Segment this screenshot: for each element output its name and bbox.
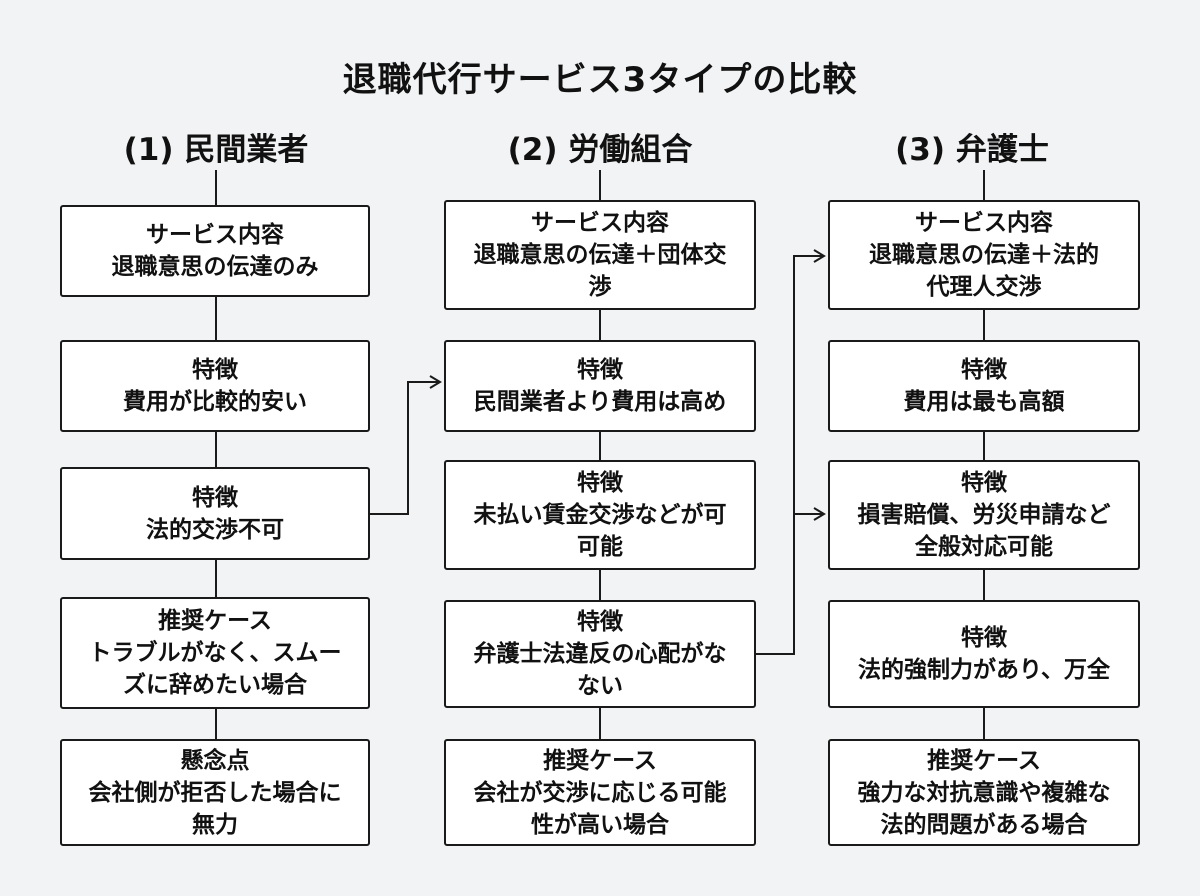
arrow-head-icon xyxy=(429,375,442,389)
private-box-concern: 懸念点 会社側が拒否した場合に 無力 xyxy=(60,739,370,846)
box-text: 全般対応可能 xyxy=(915,534,1053,560)
box-text: 強力な対抗意識や複雑な xyxy=(857,779,1111,806)
box-heading: 特徴 xyxy=(192,357,238,383)
box-text: 代理人交渉 xyxy=(926,274,1042,300)
box-heading: 推奨ケース xyxy=(158,608,272,634)
box-text: ズに辞めたい場合 xyxy=(123,672,307,698)
box-text: 渉 xyxy=(588,274,612,300)
lawyer-box-feature-cost: 特徴 費用は最も高額 xyxy=(828,340,1140,432)
union-box-feature-cost: 特徴 民間業者より費用は高め xyxy=(444,340,756,432)
box-text: 弁護士法違反の心配がな xyxy=(473,641,727,667)
box-text: 退職意思の伝達＋法的 xyxy=(869,242,1099,268)
box-heading: 特徴 xyxy=(192,484,238,511)
box-text: 可能 xyxy=(577,534,623,560)
box-heading: サービス内容 xyxy=(915,210,1053,236)
box-text: 無力 xyxy=(192,811,238,838)
box-heading: 懸念点 xyxy=(180,747,250,774)
box-text: トラブルがなく、スムー xyxy=(88,640,342,666)
box-text: 性が高い場合 xyxy=(531,811,669,838)
box-text: 費用が比較的安い xyxy=(123,389,307,415)
union-box-feature-wages: 特徴 未払い賃金交渉などが可 可能 xyxy=(444,460,756,570)
box-text: 民間業者より費用は高め xyxy=(473,389,727,415)
column-heading-lawyer: (3) 弁護士 xyxy=(895,132,1049,168)
arrow-head-icon xyxy=(813,507,826,521)
box-text: 未払い賃金交渉などが可 xyxy=(473,502,727,528)
box-text: 退職意思の伝達のみ xyxy=(111,254,319,280)
box-text: ない xyxy=(577,673,623,699)
box-text: 費用は最も高額 xyxy=(903,389,1065,415)
box-text: 法的問題がある場合 xyxy=(880,811,1088,838)
box-heading: 特徴 xyxy=(961,625,1007,651)
box-text: 退職意思の伝達＋団体交 xyxy=(473,242,727,268)
box-heading: 特徴 xyxy=(577,357,623,383)
column-heading-private: (1) 民間業者 xyxy=(123,132,309,168)
union-box-service: サービス内容 退職意思の伝達＋団体交 渉 xyxy=(444,200,756,310)
box-heading: サービス内容 xyxy=(531,210,669,236)
box-text: 法的交渉不可 xyxy=(146,516,284,543)
lawyer-box-feature-scope: 特徴 損害賠償、労災申請など 全般対応可能 xyxy=(828,460,1140,570)
column-heading-union: (2) 労働組合 xyxy=(507,132,693,168)
cross-connector xyxy=(370,381,440,515)
cross-connector xyxy=(756,255,824,655)
box-text: 法的強制力があり、万全 xyxy=(857,657,1111,683)
private-box-service: サービス内容 退職意思の伝達のみ xyxy=(60,205,370,297)
box-heading: 特徴 xyxy=(577,470,623,496)
box-heading: サービス内容 xyxy=(146,222,284,248)
box-heading: 特徴 xyxy=(961,357,1007,383)
diagram-title: 退職代行サービス3タイプの比較 xyxy=(342,60,858,100)
box-heading: 推奨ケース xyxy=(927,747,1041,774)
box-text: 損害賠償、労災申請など xyxy=(857,502,1111,528)
box-heading: 特徴 xyxy=(961,470,1007,496)
lawyer-box-recommended: 推奨ケース 強力な対抗意識や複雑な 法的問題がある場合 xyxy=(828,739,1140,846)
lawyer-box-service: サービス内容 退職意思の伝達＋法的 代理人交渉 xyxy=(828,200,1140,310)
lawyer-box-feature-enforcement: 特徴 法的強制力があり、万全 xyxy=(828,600,1140,708)
private-box-feature-cost: 特徴 費用が比較的安い xyxy=(60,340,370,432)
box-heading: 特徴 xyxy=(577,609,623,635)
box-text: 会社側が拒否した場合に xyxy=(88,779,342,806)
union-box-recommended: 推奨ケース 会社が交渉に応じる可能 性が高い場合 xyxy=(444,739,756,846)
box-heading: 推奨ケース xyxy=(543,747,657,774)
box-text: 会社が交渉に応じる可能 xyxy=(473,779,727,806)
union-box-feature-lawfree: 特徴 弁護士法違反の心配がな ない xyxy=(444,600,756,708)
private-box-feature-legal: 特徴 法的交渉不可 xyxy=(60,467,370,560)
private-box-recommended: 推奨ケース トラブルがなく、スムー ズに辞めたい場合 xyxy=(60,597,370,709)
arrow-head-icon xyxy=(813,249,826,263)
